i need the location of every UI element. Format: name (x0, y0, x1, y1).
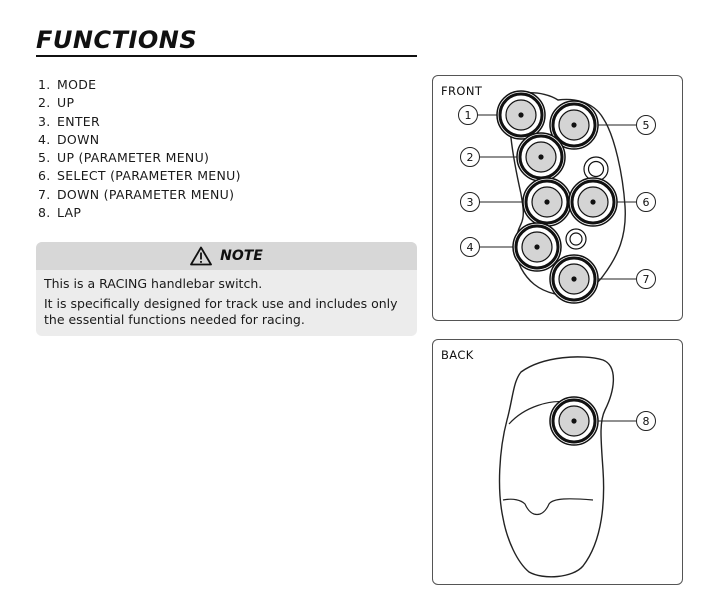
warning-icon (190, 246, 213, 266)
note-line-2: It is specifically designed for track us… (44, 296, 398, 327)
callout-badge-7: 7 (636, 269, 656, 289)
page-title: FUNCTIONS (36, 26, 198, 54)
list-item: 4. DOWN (38, 131, 241, 149)
callout-number: 6 (643, 196, 650, 209)
item-number: 3. (38, 113, 51, 129)
callout-badge-1: 1 (458, 105, 478, 125)
list-item: 2. UP (38, 94, 241, 112)
callout-number: 7 (643, 273, 650, 286)
front-label: FRONT (441, 84, 483, 98)
switch-housing-outline (498, 356, 615, 578)
callout-number: 2 (467, 151, 474, 164)
list-item: 5. UP (PARAMETER MENU) (38, 149, 241, 167)
callout-badge-4: 4 (460, 237, 480, 257)
list-item: 1. MODE (38, 76, 241, 94)
button-2 (516, 132, 566, 182)
function-list: 1. MODE 2. UP 3. ENTER 4. DOWN 5. UP (PARAMET… (38, 76, 241, 222)
button-3 (522, 177, 572, 227)
title-underline (36, 55, 417, 57)
item-number: 5. (38, 150, 51, 166)
item-label: MODE (57, 77, 97, 92)
item-label: UP (57, 95, 75, 111)
note-title: NOTE (220, 248, 263, 264)
item-number: 6. (38, 168, 51, 184)
back-label: BACK (441, 348, 474, 362)
callout-badge-8: 8 (636, 411, 656, 431)
back-switch-diagram: 8 (498, 356, 656, 578)
item-number: 8. (38, 205, 51, 221)
callout-number: 8 (643, 415, 650, 428)
note-box: NOTE This is a RACING handlebar switch. … (36, 242, 417, 336)
item-label: DOWN (57, 131, 100, 147)
item-label: DOWN (PARAMETER MENU) (57, 186, 235, 202)
item-label: SELECT (PARAMETER MENU) (57, 168, 241, 184)
item-number: 2. (38, 95, 51, 111)
note-body: This is a RACING handlebar switch. It is… (36, 270, 417, 328)
callout-number: 3 (467, 196, 474, 209)
callout-number: 4 (467, 241, 474, 254)
front-switch-diagram: 1 2 3 4 5 6 7 (458, 90, 656, 304)
list-item: 7. DOWN (PARAMETER MENU) (38, 186, 241, 204)
button-8 (549, 396, 599, 446)
button-1 (496, 90, 546, 140)
front-view-panel: FRONT 1 2 3 4 5 6 7 (432, 75, 683, 321)
button-7 (549, 254, 599, 304)
list-item: 3. ENTER (38, 113, 241, 131)
callout-badge-3: 3 (460, 192, 480, 212)
callout-number: 1 (465, 109, 472, 122)
button-6 (568, 177, 618, 227)
item-number: 4. (38, 131, 51, 147)
button-5 (549, 100, 599, 150)
indicator-light-lower (565, 228, 587, 250)
list-item: 8. LAP (38, 204, 241, 222)
item-number: 1. (38, 77, 51, 92)
button-4 (512, 222, 562, 272)
callout-badge-2: 2 (460, 147, 480, 167)
callout-badge-5: 5 (636, 115, 656, 135)
callout-badge-6: 6 (636, 192, 656, 212)
item-label: LAP (57, 205, 82, 221)
item-label: ENTER (57, 113, 100, 129)
list-item: 6. SELECT (PARAMETER MENU) (38, 167, 241, 185)
indicator-light-upper (583, 156, 609, 182)
item-label: UP (PARAMETER MENU) (57, 150, 210, 166)
housing-lower-notch (502, 498, 594, 516)
back-view-panel: BACK 8 (432, 339, 683, 585)
note-line-1: This is a RACING handlebar switch. (44, 276, 263, 291)
callout-number: 5 (643, 119, 650, 132)
note-header: NOTE (36, 242, 417, 270)
item-number: 7. (38, 186, 51, 202)
